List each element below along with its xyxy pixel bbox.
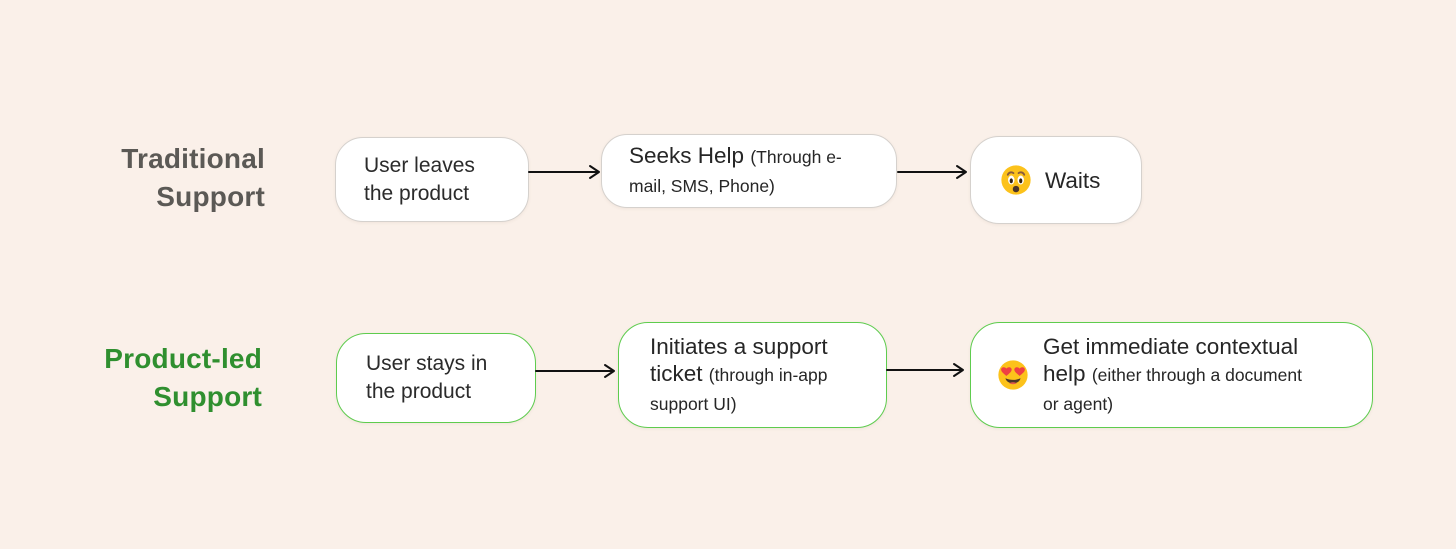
step-text: Initiates a support ticket (through in-a…: [650, 333, 872, 418]
step-user-leaves-product: User leaves the product: [335, 137, 529, 222]
arrow-right-icon: [897, 164, 971, 180]
step-note: (either through a document or agent): [1043, 364, 1302, 414]
step-text: Get immediate contextual help (either th…: [1043, 333, 1319, 418]
step-waits: Waits: [970, 136, 1142, 224]
step-title: Waits: [1045, 167, 1101, 193]
step-user-stays-in-product: User stays in the product: [336, 333, 536, 423]
step-title: Initiates a support ticket: [650, 333, 828, 386]
heart-eyes-emoji: [996, 358, 1030, 392]
arrow-right-icon: [528, 164, 604, 180]
step-note: (Through e-mail, SMS, Phone): [629, 147, 842, 196]
step-get-immediate-contextual-help: Get immediate contextual help (either th…: [970, 322, 1373, 428]
arrow-right-icon: [886, 362, 968, 378]
step-title: User leaves the product: [364, 153, 475, 205]
traditional-support-label: Traditional Support: [121, 143, 265, 212]
arrow-right-icon: [535, 363, 619, 379]
step-title: Get immediate contextual help: [1043, 333, 1299, 386]
step-note: (through in-app support UI): [650, 364, 828, 414]
anguished-face-emoji: [999, 163, 1033, 197]
step-text: Seeks Help (Through e-mail, SMS, Phone): [629, 142, 874, 200]
step-title: Seeks Help: [629, 143, 745, 168]
step-initiates-support-ticket: Initiates a support ticket (through in-a…: [618, 322, 887, 428]
product-led-support-label: Product-led Support: [104, 343, 262, 412]
step-seeks-help: Seeks Help (Through e-mail, SMS, Phone): [601, 134, 897, 208]
step-title: User stays in the product: [366, 352, 488, 403]
